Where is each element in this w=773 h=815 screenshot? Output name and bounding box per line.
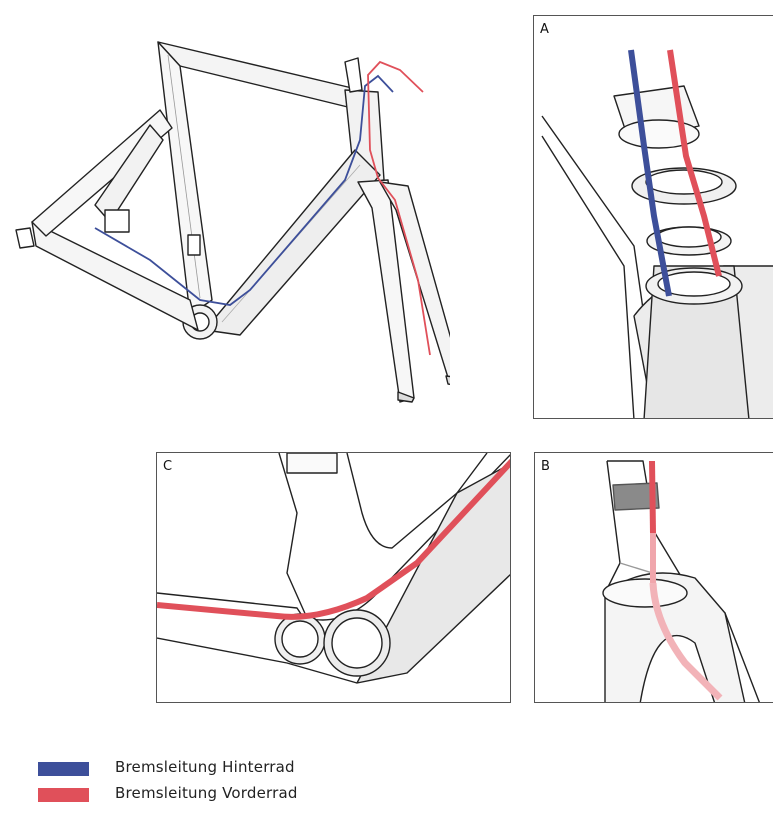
bottom-bracket-detail-drawing <box>157 453 510 684</box>
front-brake-line-a <box>667 49 722 277</box>
panel-a-label: A <box>540 22 549 37</box>
front-brake-line-overview <box>367 60 431 356</box>
front-brake-line-c <box>157 458 510 620</box>
panel-b-label: B <box>541 459 550 474</box>
detail-panel-c: C <box>156 452 511 703</box>
fork-crown-detail-drawing <box>602 460 760 702</box>
rear-brake-line-overview <box>94 74 394 306</box>
detail-panel-a: A <box>533 15 773 419</box>
front-brake-line-b <box>649 460 656 534</box>
detail-panel-b: B <box>534 452 773 703</box>
legend-swatch-rear <box>38 762 89 776</box>
panel-c-label: C <box>163 459 173 474</box>
rear-brake-line-a <box>628 49 672 297</box>
frame-overview-drawing <box>15 41 450 403</box>
headset-detail-drawing <box>541 49 773 418</box>
legend-label-front: Bremsleitung Vorderrad <box>115 784 298 802</box>
legend-swatch-front <box>38 788 89 802</box>
legend-label-rear: Bremsleitung Hinterrad <box>115 758 295 776</box>
